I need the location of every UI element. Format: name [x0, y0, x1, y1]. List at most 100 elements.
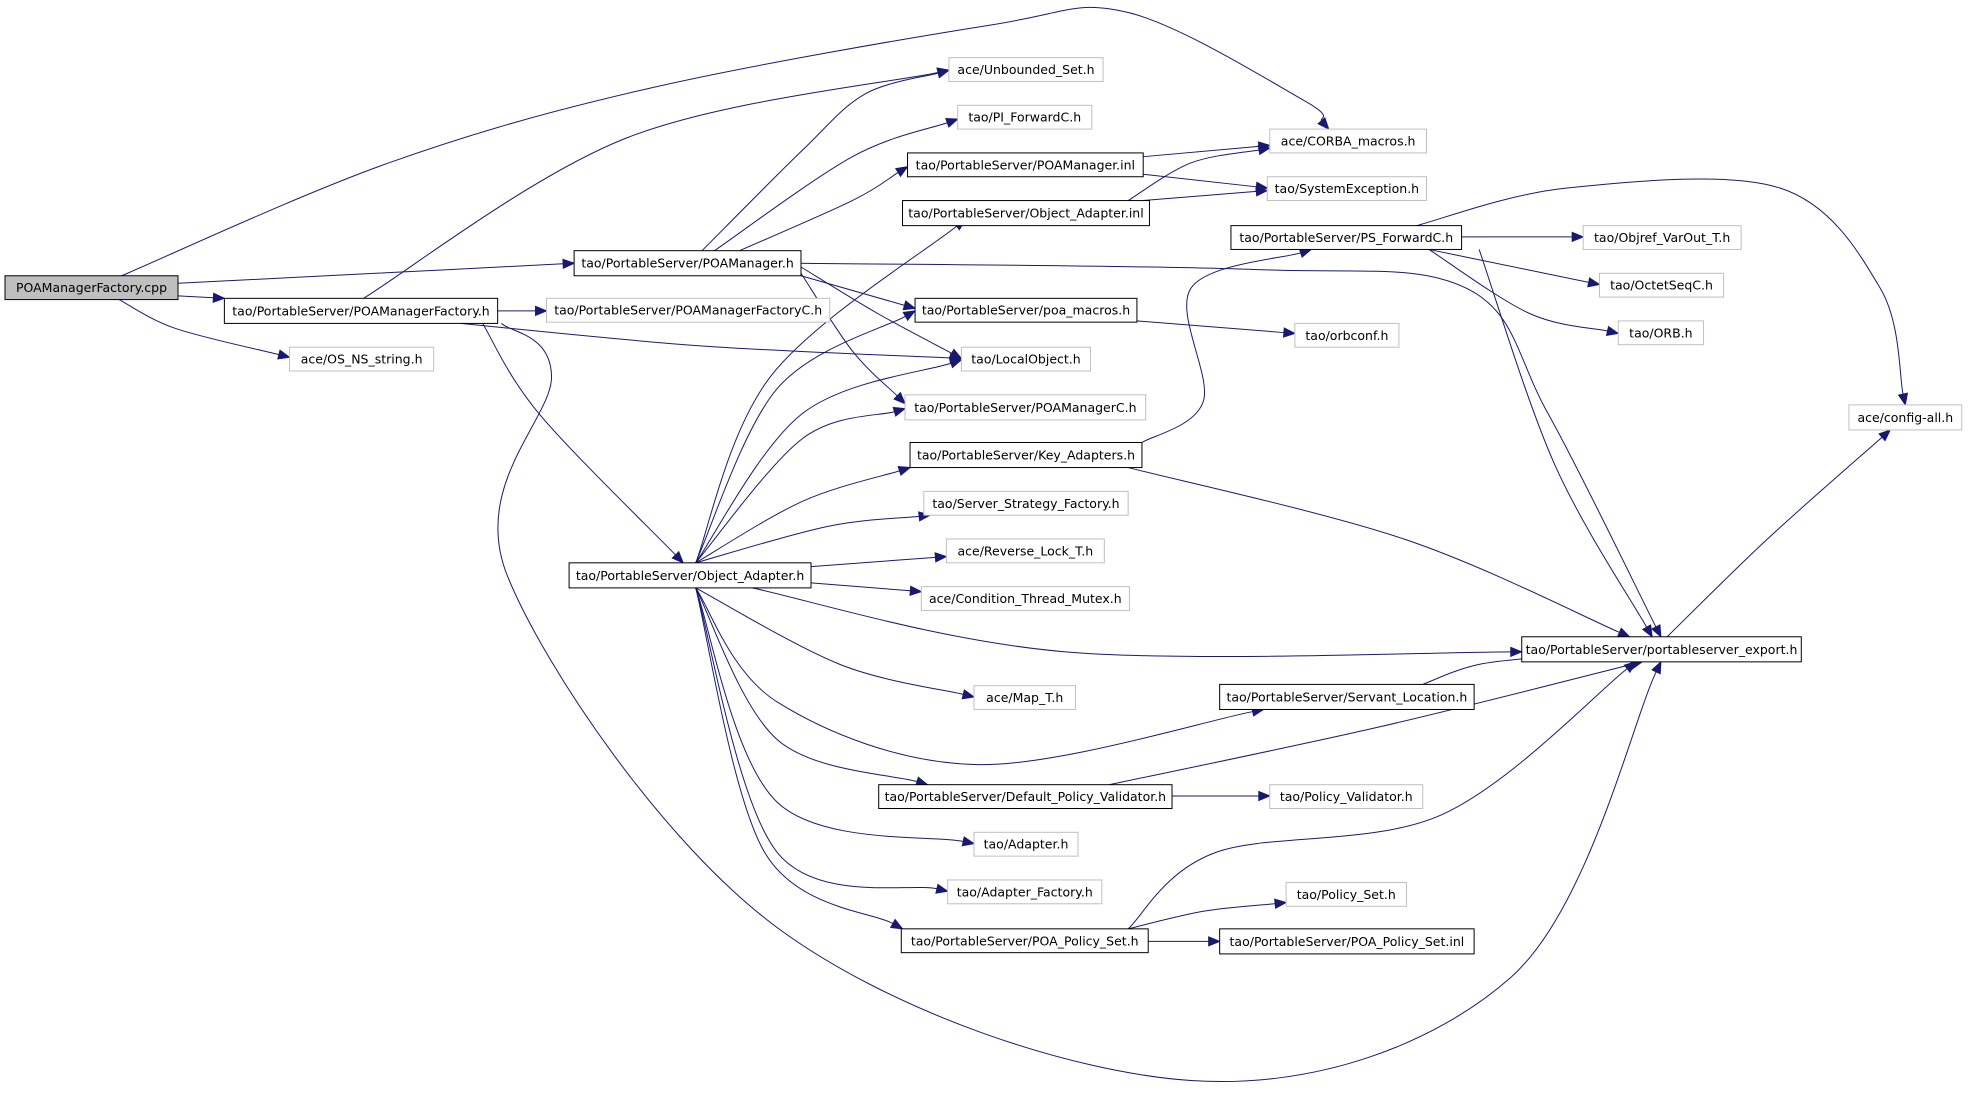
node-label: tao/PortableServer/POAManager.inl — [916, 157, 1135, 172]
node-poamfc[interactable]: tao/PortableServer/POAManagerFactoryC.h — [546, 297, 831, 323]
node-objref[interactable]: tao/Objref_VarOut_T.h — [1582, 225, 1742, 250]
edge-line — [482, 323, 676, 556]
edge-line — [1416, 178, 1904, 395]
node-box — [878, 784, 1173, 810]
node-label: tao/PortableServer/POAManager.h — [581, 256, 793, 271]
edge-root-to-poam — [177, 258, 576, 284]
node-layer: POAManagerFactory.cpp tao/PortableServer/… — [4, 57, 1963, 955]
edge-line — [810, 556, 936, 568]
node-box — [1521, 636, 1802, 663]
arrowhead — [892, 406, 907, 417]
node-poaps[interactable]: tao/PortableServer/POA_Policy_Set.h — [900, 928, 1149, 954]
node-polval[interactable]: tao/Policy_Validator.h — [1269, 784, 1424, 810]
node-box — [4, 275, 179, 301]
edge-oa-to-poamac — [695, 310, 917, 564]
edge-line — [363, 71, 939, 299]
node-servloc[interactable]: tao/PortableServer/Servant_Location.h — [1219, 683, 1475, 710]
edge-line — [695, 587, 964, 695]
node-poapsinl[interactable]: tao/PortableServer/POA_Policy_Set.inl — [1219, 928, 1475, 955]
node-dpv[interactable]: tao/PortableServer/Default_Policy_Valida… — [878, 784, 1173, 810]
edge-poamf-to-psexport — [497, 323, 1662, 1082]
arrowhead — [1605, 325, 1620, 337]
edge-keyad-to-psexport — [1128, 467, 1631, 638]
node-poaminl[interactable]: tao/PortableServer/POAManager.inl — [907, 152, 1144, 178]
node-pifw[interactable]: tao/PI_ForwardC.h — [957, 104, 1093, 130]
edge-poaminl-to-sysex — [1143, 173, 1269, 192]
node-label: tao/PortableServer/Object_Adapter.h — [576, 568, 804, 583]
node-condmutex[interactable]: ace/Condition_Thread_Mutex.h — [920, 586, 1130, 611]
node-adfact[interactable]: tao/Adapter_Factory.h — [947, 879, 1103, 905]
node-sysex[interactable]: tao/SystemException.h — [1266, 176, 1427, 202]
arrowhead — [936, 68, 951, 79]
node-poam[interactable]: tao/PortableServer/POAManager.h — [573, 250, 802, 277]
edge-line — [800, 262, 1657, 628]
node-psfw[interactable]: tao/PortableServer/PS_ForwardC.h — [1230, 225, 1463, 250]
node-box — [945, 538, 1105, 564]
arrowhead — [1897, 392, 1909, 407]
node-poamf[interactable]: tao/PortableServer/POAManagerFactory.h — [223, 297, 499, 324]
edge-oainl-to-corba — [1127, 144, 1272, 201]
edge-line — [1428, 248, 1589, 283]
edge-oa-to-localobj — [695, 358, 963, 564]
node-label: tao/PortableServer/Servant_Location.h — [1226, 689, 1467, 704]
edge-oa-to-condmutex — [810, 582, 923, 596]
node-poamac[interactable]: tao/PortableServer/poa_macros.h — [914, 297, 1138, 323]
node-polset[interactable]: tao/Policy_Set.h — [1285, 881, 1407, 907]
node-box — [1582, 225, 1742, 250]
node-mapt[interactable]: ace/Map_T.h — [973, 685, 1077, 710]
edge-line — [695, 587, 918, 783]
edge-line — [1128, 467, 1620, 633]
node-ssf[interactable]: tao/Server_Strategy_Factory.h — [923, 490, 1129, 516]
node-orb[interactable]: tao/ORB.h — [1617, 320, 1705, 346]
node-box — [1848, 404, 1963, 431]
arrowhead — [1258, 790, 1272, 802]
node-box — [1269, 784, 1424, 810]
edge-poamac-to-orbconf — [1136, 320, 1297, 338]
node-box — [1617, 320, 1705, 346]
node-poamc[interactable]: tao/PortableServer/POAManagerC.h — [904, 394, 1147, 421]
node-adapter[interactable]: tao/Adapter.h — [973, 831, 1079, 857]
node-label: tao/PortableServer/Key_Adapters.h — [917, 448, 1135, 463]
edge-dpv-to-polval — [1172, 790, 1272, 802]
edge-oa-to-revlock — [810, 552, 948, 568]
arrowhead — [945, 118, 959, 128]
arrowhead — [889, 918, 904, 930]
arrowhead — [894, 166, 909, 178]
node-corba[interactable]: ace/CORBA_macros.h — [1269, 128, 1427, 154]
node-label: tao/LocalObject.h — [971, 352, 1080, 367]
node-octet[interactable]: tao/OctetSeqC.h — [1598, 272, 1725, 298]
node-keyad[interactable]: tao/PortableServer/Key_Adapters.h — [909, 441, 1143, 469]
node-oa[interactable]: tao/PortableServer/Object_Adapter.h — [568, 562, 812, 589]
edge-poam-to-poamac — [800, 275, 917, 311]
node-box — [1266, 176, 1427, 202]
node-oainl[interactable]: tao/PortableServer/Object_Adapter.inl — [902, 200, 1150, 227]
arrowhead — [562, 258, 576, 270]
node-box — [1294, 322, 1400, 348]
edge-poam-to-psexport — [800, 262, 1662, 638]
edge-line — [695, 587, 938, 890]
node-configall[interactable]: ace/config-all.h — [1848, 404, 1963, 431]
node-label: tao/PortableServer/PS_ForwardC.h — [1239, 230, 1453, 245]
edge-line — [695, 587, 1253, 766]
edge-oa-to-adapter — [695, 587, 976, 847]
edge-line — [695, 587, 894, 924]
arrowhead — [1623, 661, 1637, 674]
edge-line — [800, 272, 898, 397]
node-psexport[interactable]: tao/PortableServer/portableserver_export… — [1521, 636, 1802, 663]
node-osns[interactable]: ace/OS_NS_string.h — [289, 346, 435, 372]
node-unb[interactable]: ace/Unbounded_Set.h — [948, 57, 1104, 82]
node-label: ace/OS_NS_string.h — [301, 352, 423, 367]
node-orbconf[interactable]: tao/orbconf.h — [1294, 322, 1400, 348]
node-localobj[interactable]: tao/LocalObject.h — [960, 346, 1092, 372]
node-box — [900, 928, 1149, 954]
node-box — [904, 394, 1147, 421]
node-root[interactable]: POAManagerFactory.cpp — [4, 275, 179, 301]
edge-poamf-to-localobj — [459, 322, 963, 364]
node-label: tao/PortableServer/Object_Adapter.inl — [908, 206, 1143, 221]
node-box — [973, 685, 1077, 710]
node-revlock[interactable]: ace/Reverse_Lock_T.h — [945, 538, 1105, 564]
node-label: tao/PortableServer/poa_macros.h — [922, 303, 1130, 318]
node-label: tao/SystemException.h — [1275, 181, 1419, 196]
node-label: ace/CORBA_macros.h — [1281, 134, 1416, 149]
edge-poam-to-localobj — [800, 266, 963, 360]
